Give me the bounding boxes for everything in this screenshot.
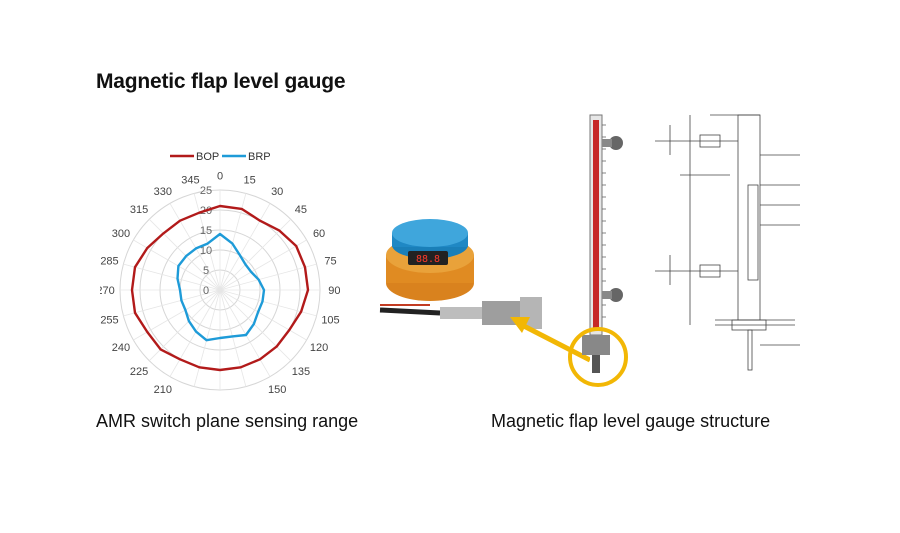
angle-axis — [219, 289, 291, 361]
chart-legend: BOP BRP — [170, 151, 271, 163]
angle-axis — [219, 289, 307, 341]
page-title: Magnetic flap level gauge — [96, 70, 346, 93]
angle-tick-label: 210 — [154, 384, 172, 395]
angle-tick-label: 225 — [130, 366, 148, 378]
angle-axis — [219, 203, 271, 291]
radial-tick-label: 10 — [200, 245, 212, 257]
angle-tick-label: 315 — [130, 204, 148, 216]
angle-tick-label: 75 — [324, 255, 336, 267]
sensor-photo: 88.8 — [379, 219, 590, 363]
legend-label: BOP — [196, 151, 219, 163]
angle-tick-label: 30 — [271, 186, 283, 198]
schematic-icon — [655, 114, 800, 371]
angle-tick-label: 270 — [100, 285, 115, 297]
angle-axis — [123, 289, 221, 317]
angle-tick-labels: 0153045607590105120135150165180195210225… — [100, 171, 340, 395]
angle-tick-label: 60 — [313, 228, 325, 240]
series-line-bop — [130, 204, 310, 372]
angle-tick-label: 105 — [321, 315, 339, 327]
sensor-display: 88.8 — [416, 254, 440, 265]
radial-tick-label: 25 — [200, 185, 212, 197]
angle-tick-label: 150 — [268, 384, 286, 395]
caption-sensing-range: AMR switch plane sensing range — [96, 411, 359, 431]
chart-axes — [120, 190, 320, 390]
angle-axis — [219, 289, 271, 377]
angle-tick-label: 285 — [100, 255, 118, 267]
angle-tick-label: 255 — [100, 315, 118, 327]
angle-tick-label: 330 — [154, 186, 172, 198]
highlight-circle — [568, 327, 628, 387]
radial-tick-label: 5 — [203, 265, 209, 277]
angle-tick-label: 135 — [292, 366, 310, 378]
angle-axis — [219, 289, 247, 387]
angle-tick-label: 45 — [295, 204, 307, 216]
caption-gauge-structure: Magnetic flap level gauge structure — [491, 411, 771, 431]
angle-axis — [219, 239, 307, 291]
sensor-drum-icon: 88.8 — [386, 219, 474, 301]
angle-axis — [169, 203, 221, 291]
radial-tick-label: 0 — [203, 285, 209, 297]
angle-tick-label: 300 — [112, 228, 130, 240]
angle-tick-label: 240 — [112, 342, 130, 354]
angle-tick-label: 345 — [181, 174, 199, 186]
angle-axis — [169, 289, 221, 377]
series-line-brp — [176, 232, 266, 342]
gauge-tube-icon — [589, 114, 623, 336]
gauge-structure-drawing — [568, 114, 800, 387]
angle-tick-label: 90 — [328, 285, 340, 297]
angle-axis — [193, 289, 221, 387]
radial-tick-label: 15 — [200, 225, 212, 237]
legend-label: BRP — [248, 151, 271, 163]
angle-tick-label: 15 — [243, 174, 255, 186]
angle-axis — [123, 263, 221, 291]
angle-tick-label: 120 — [310, 342, 328, 354]
angle-axis — [193, 193, 221, 291]
angle-axis — [219, 263, 317, 291]
angle-tick-label: 0 — [217, 171, 223, 183]
threaded-probe-icon — [440, 297, 542, 329]
chart-series — [130, 204, 310, 372]
angle-axis — [149, 219, 221, 291]
